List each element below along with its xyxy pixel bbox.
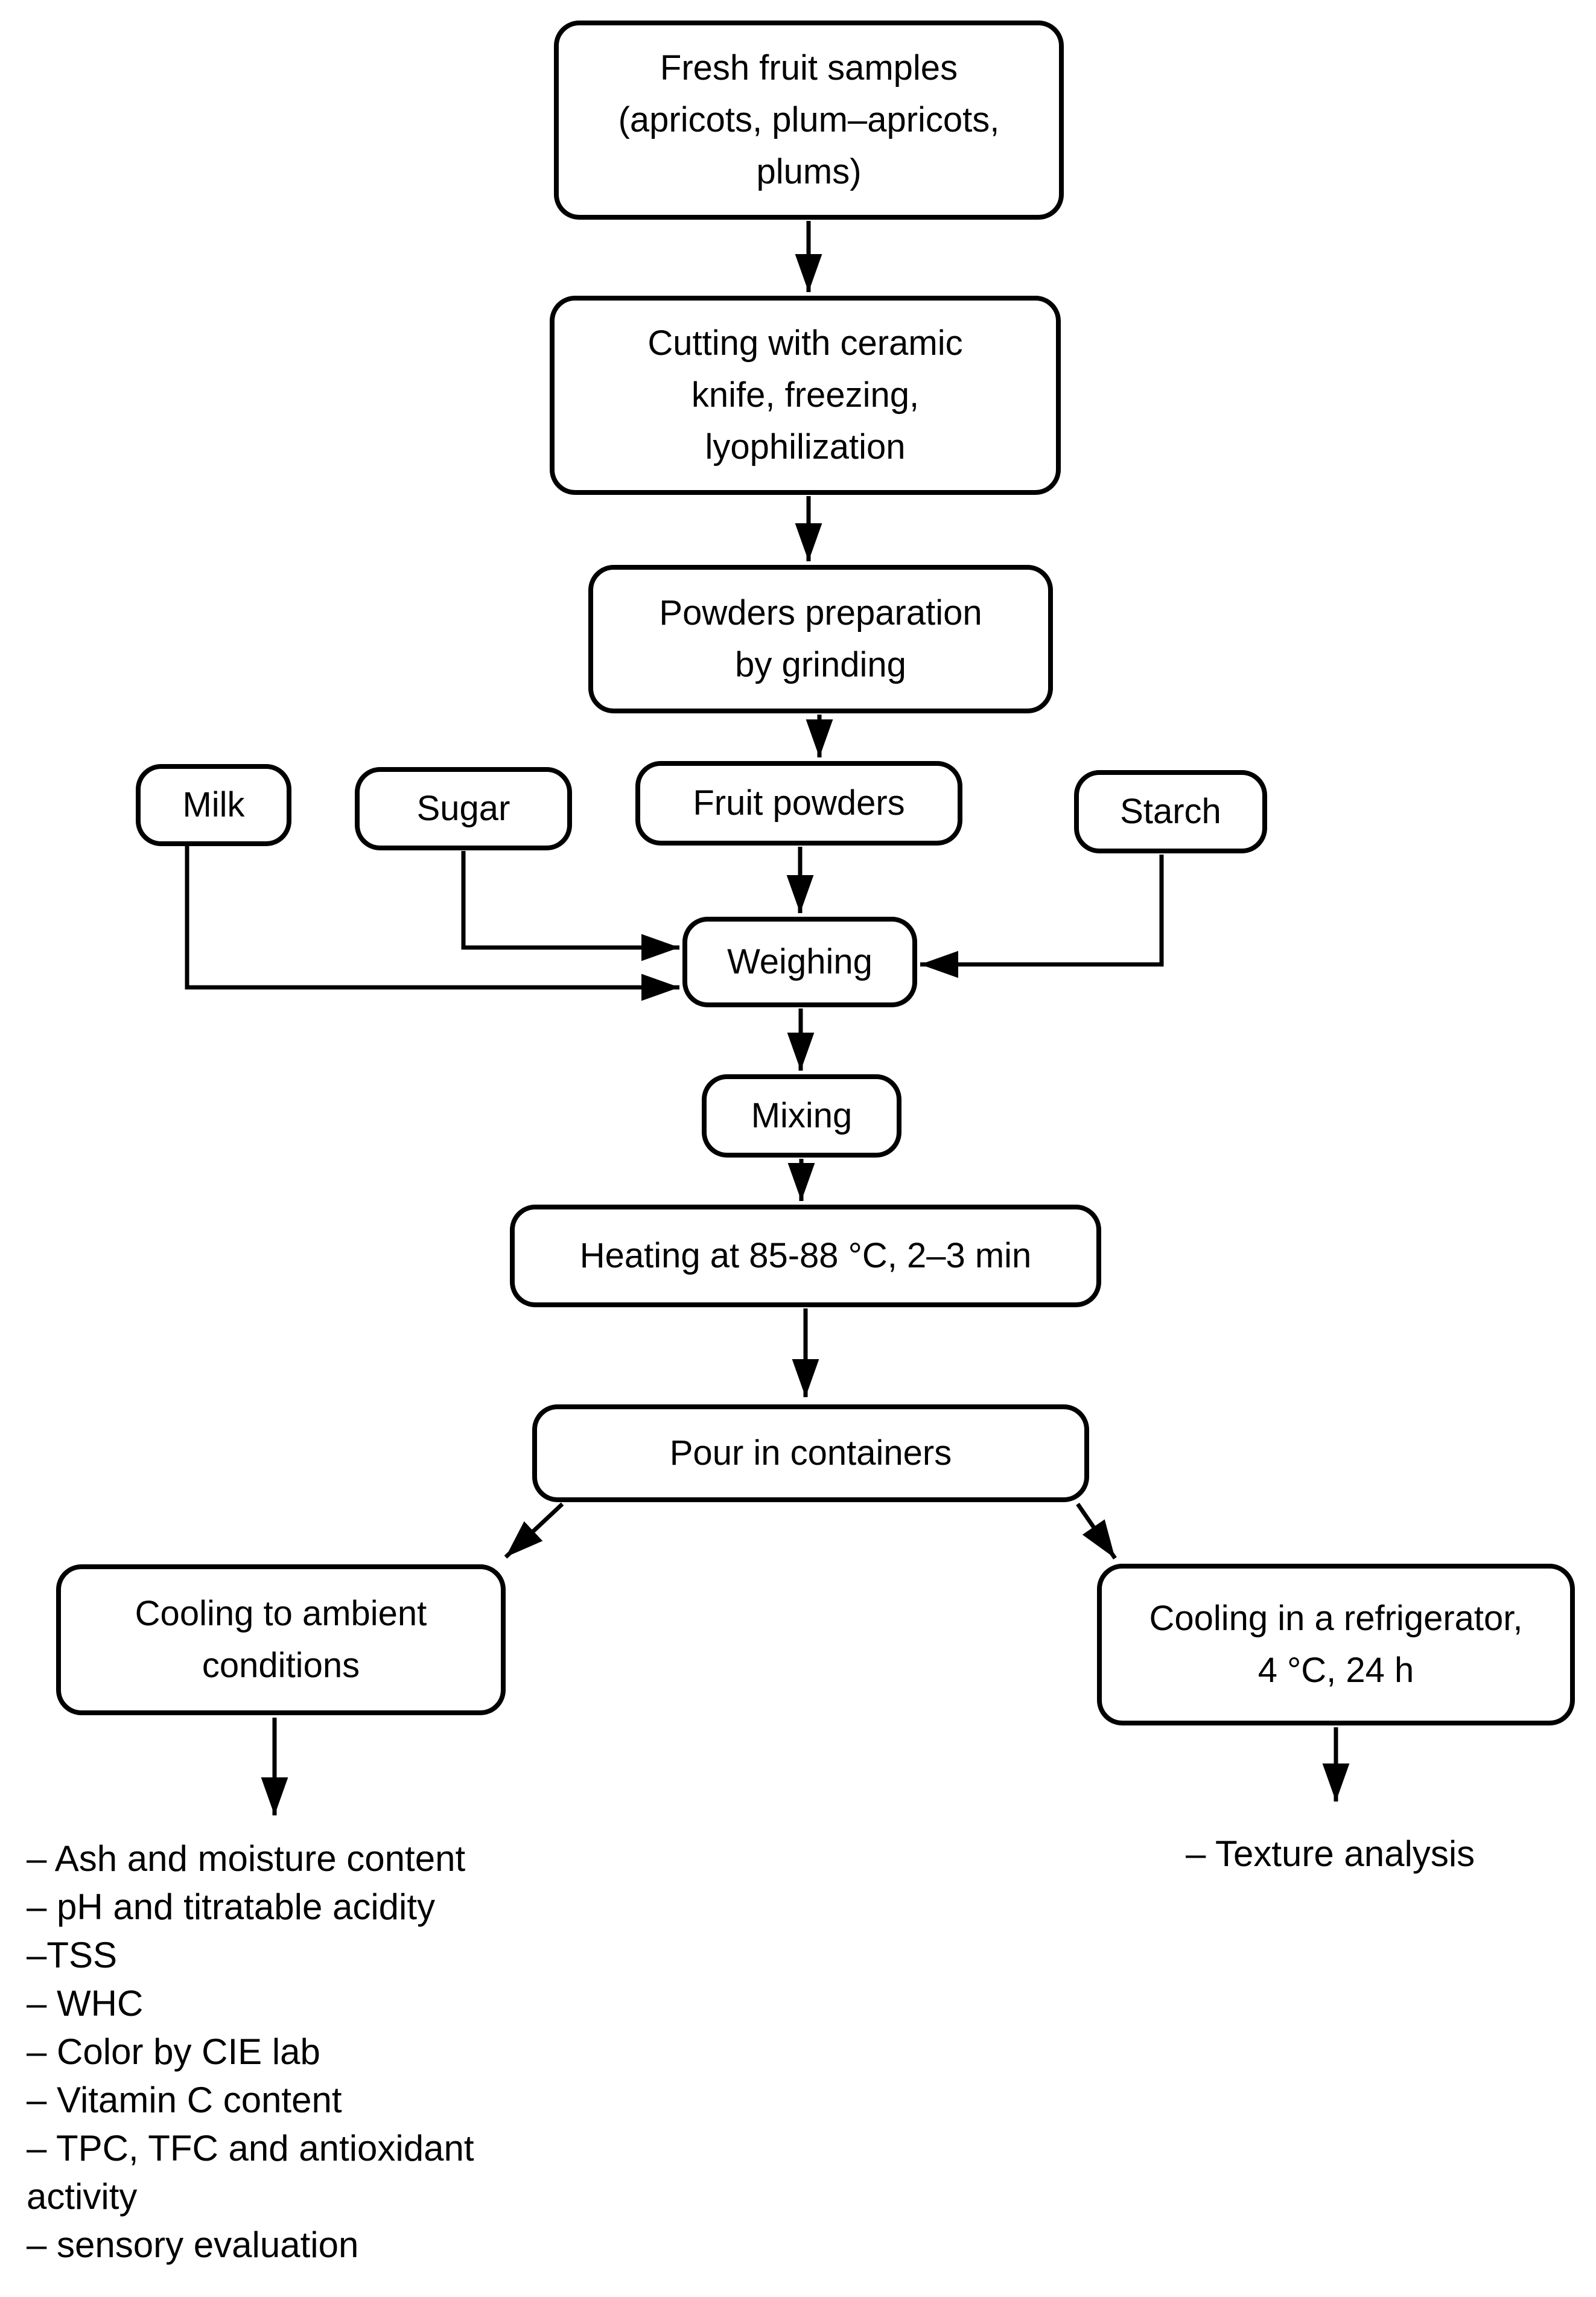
node-powders-preparation: Powders preparation by grinding bbox=[588, 565, 1053, 713]
node-fruit-powders: Fruit powders bbox=[635, 761, 962, 846]
arrow-sugar-to-weighing bbox=[461, 851, 679, 961]
ambient-analyses-list: – Ash and moisture content – pH and titr… bbox=[27, 1835, 570, 2269]
analysis-line-activity: activity bbox=[27, 2176, 138, 2217]
analysis-line-ash-moisture: – Ash and moisture content bbox=[27, 1838, 466, 1879]
node-sugar: Sugar bbox=[355, 767, 572, 850]
analysis-line-vitamin-c: – Vitamin C content bbox=[27, 2080, 342, 2120]
analysis-line-color-cie: – Color by CIE lab bbox=[27, 2031, 320, 2072]
analysis-line-sensory: – sensory evaluation bbox=[27, 2225, 359, 2265]
node-mixing: Mixing bbox=[702, 1074, 901, 1158]
node-fresh-fruit-samples: Fresh fruit samples (apricots, plum–apri… bbox=[554, 21, 1064, 220]
node-heating: Heating at 85-88 °C, 2–3 min bbox=[510, 1205, 1101, 1307]
node-cooling-ambient: Cooling to ambient conditions bbox=[56, 1564, 506, 1715]
arrow-milk-to-weighing bbox=[185, 846, 679, 1001]
arrow-pour-to-cooling-fridge bbox=[1076, 1503, 1117, 1559]
analysis-line-ph-acidity: – pH and titratable acidity bbox=[27, 1887, 436, 1927]
analysis-line-tss: –TSS bbox=[27, 1935, 118, 1975]
texture-analysis-label: – Texture analysis bbox=[1186, 1833, 1475, 1874]
node-starch: Starch bbox=[1074, 770, 1267, 853]
node-cutting-freezing-lyophilization: Cutting with ceramic knife, freezing, ly… bbox=[550, 296, 1061, 495]
analysis-line-tpc-tfc: – TPC, TFC and antioxidant bbox=[27, 2128, 474, 2168]
arrow-pour-to-cooling-ambient bbox=[504, 1502, 564, 1559]
node-milk: Milk bbox=[136, 764, 291, 846]
node-pour-in-containers: Pour in containers bbox=[532, 1404, 1089, 1502]
arrow-starch-to-weighing bbox=[920, 855, 1164, 978]
node-cooling-refrigerator: Cooling in a refrigerator, 4 °C, 24 h bbox=[1097, 1564, 1575, 1725]
analysis-line-whc: – WHC bbox=[27, 1983, 144, 2024]
node-weighing: Weighing bbox=[682, 917, 917, 1007]
